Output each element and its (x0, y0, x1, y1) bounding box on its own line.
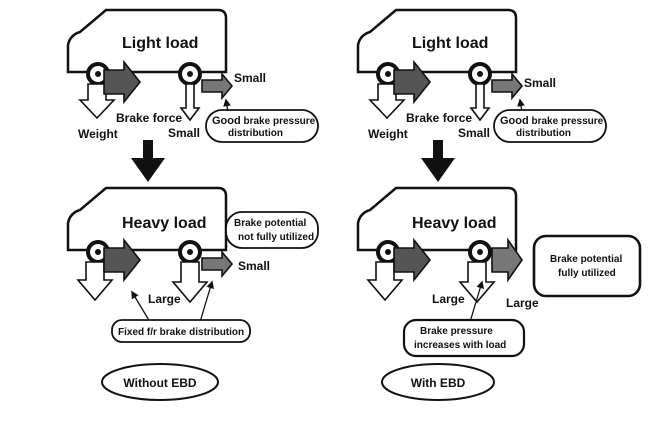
callout-line-2: not fully utilized (238, 232, 314, 243)
load-title: Light load (122, 35, 198, 52)
small-rear-label: Small (458, 126, 490, 140)
small-rear-label: Small (168, 126, 200, 140)
front-brake-force-icon (393, 59, 432, 105)
without-ebd-caption: Without EBD (123, 376, 197, 390)
pressure-increase-box (402, 318, 526, 358)
load-title: Light load (412, 35, 488, 52)
left-top-scene: Light load Small Brake force Weight Smal… (66, 8, 319, 143)
pressure-line-1: Brake pressure (420, 326, 493, 337)
potential-callout (225, 211, 319, 249)
callout-line-1: Good brake pressure (212, 115, 316, 127)
front-brake-force-icon (103, 237, 142, 283)
rear-brake-force-icon (491, 71, 524, 101)
fixed-distribution-box (111, 319, 251, 343)
right-bottom-scene: Heavy load Large Large Brake potential f… (356, 186, 642, 358)
callout-line-1: Good brake pressure (500, 115, 604, 127)
rear-weight-arrow-icon (458, 261, 496, 304)
rear-weight-arrow-icon (469, 83, 491, 122)
good-distribution-callout (493, 109, 607, 143)
large-label: Large (148, 292, 181, 306)
small-arrow-label: Small (234, 71, 266, 85)
front-brake-force-icon (103, 59, 142, 105)
small-arrow-label: Small (524, 76, 556, 90)
large-rear-label: Large (506, 296, 539, 310)
good-distribution-callout (205, 109, 319, 143)
right-top-scene: Light load Small Brake force Weight Smal… (356, 8, 607, 143)
brake-force-label: Brake force (116, 111, 182, 125)
front-brake-force-icon (393, 237, 432, 283)
rear-weight-arrow-icon (179, 83, 201, 122)
rear-weight-arrow-icon (171, 261, 209, 304)
load-title: Heavy load (122, 215, 206, 232)
rear-brake-force-icon (491, 237, 523, 283)
rear-brake-force-icon (201, 71, 234, 101)
weight-label: Weight (78, 127, 118, 141)
left-bottom-scene: Heavy load Small Large Brake potential n… (66, 186, 319, 343)
small-arrow-label: Small (238, 259, 270, 273)
without-ebd-caption-ellipse (101, 363, 219, 401)
with-ebd-caption-ellipse (381, 363, 495, 401)
brake-force-label: Brake force (406, 111, 472, 125)
load-title: Heavy load (412, 215, 496, 232)
rear-brake-force-icon (201, 249, 234, 279)
callout-line-2: distribution (516, 128, 571, 139)
with-ebd-caption: With EBD (411, 376, 466, 390)
callout-line-2: fully utilized (558, 268, 616, 279)
callout-line-1: Brake potential (550, 254, 622, 265)
callout-line-2: distribution (228, 128, 283, 139)
pressure-line-2: increases with load (414, 340, 506, 351)
callout-line-1: Brake potential (234, 218, 306, 229)
fully-utilized-callout (532, 234, 642, 298)
distribution-label: Fixed f/r brake distribution (118, 327, 244, 338)
large-front-label: Large (432, 292, 465, 306)
transition-arrow-icon (421, 140, 455, 182)
weight-label: Weight (368, 127, 408, 141)
transition-arrow-icon (131, 140, 165, 182)
